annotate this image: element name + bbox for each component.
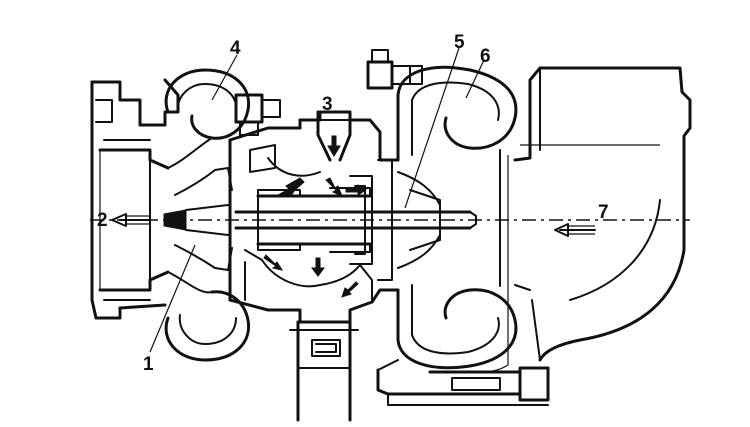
oil-flow-arrow-down-icon	[325, 177, 343, 197]
oil-flow-arrow-left-icon	[278, 177, 305, 195]
exhaust-elbow	[479, 66, 692, 373]
turbine-housing	[366, 49, 550, 406]
oil-inlet-arrow-icon	[327, 135, 341, 157]
label-5: 5	[454, 32, 465, 53]
label-2: 2	[97, 210, 108, 231]
flow-arrow-7-icon	[554, 223, 596, 237]
compressor-housing	[90, 68, 251, 362]
oil-flow-arrows	[263, 135, 367, 298]
label-4: 4	[230, 38, 241, 59]
oil-flow-arrow-lower-left-icon	[263, 254, 284, 271]
oil-flow-arrow-lower-right-icon	[341, 281, 359, 298]
flow-arrow-2-icon	[111, 213, 151, 227]
leader-lines	[149, 47, 485, 353]
label-1: 1	[143, 354, 154, 375]
label-6: 6	[480, 46, 491, 67]
oil-drain-arrow-icon	[311, 257, 325, 277]
label-7: 7	[598, 202, 609, 223]
label-3: 3	[322, 94, 333, 115]
oil-flow-arrow-right-icon	[345, 184, 367, 196]
